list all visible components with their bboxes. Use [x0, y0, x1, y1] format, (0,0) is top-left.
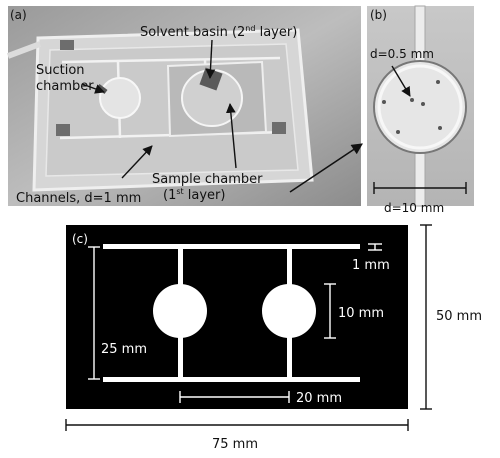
b-chamber [373, 60, 467, 154]
rail-bottom [103, 377, 360, 382]
arrow-sample-chamber [225, 103, 237, 169]
arrow-suction-chamber [81, 83, 105, 94]
b-channel-bottom [414, 149, 426, 207]
label-width: 75 mm [212, 437, 258, 452]
b-hole-2 [421, 102, 425, 106]
outer-dimensions: 50 mm 75 mm [65, 224, 482, 452]
panel-a-letter: (a) [10, 8, 27, 22]
panel-b: (b) d=0.5 mm d=10 mm [367, 5, 474, 215]
suction-chamber [99, 77, 141, 119]
channel-top [61, 56, 281, 64]
panel-c: (c) 1 mm 10 mm 25 mm 20 mm [66, 225, 408, 409]
b-hole-3 [436, 80, 440, 84]
arrow-a-to-b [289, 143, 363, 193]
label-chamber-diameter: d=10 mm [384, 201, 444, 215]
chamber-left [153, 284, 207, 338]
b-hole-5 [396, 130, 400, 134]
rail-top [103, 244, 360, 249]
arrow-hole [391, 65, 411, 97]
b-hole-1 [410, 98, 414, 102]
panel-c-letter: (c) [72, 232, 88, 246]
port-top-left [60, 40, 74, 50]
label-suction-1: Suction [36, 63, 85, 78]
label-chamber-spacing: 20 mm [296, 391, 342, 406]
label-suction-2: chamber [36, 79, 94, 94]
label-chamber-diameter-c: 10 mm [338, 306, 384, 321]
label-solvent-basin-sup: nd [245, 24, 255, 33]
tubing [6, 41, 42, 59]
label-sample-1: Sample chamber [152, 172, 263, 187]
port-bottom-left [56, 124, 70, 136]
label-channel-width: 1 mm [352, 258, 390, 273]
label-sample-2: (1st layer) [163, 187, 225, 203]
panel-a: (a) Solvent basin (2nd layer) Suction ch… [6, 6, 361, 206]
panel-b-letter: (b) [370, 8, 387, 22]
sample-chamber-insert [199, 67, 223, 91]
label-height: 50 mm [436, 309, 482, 324]
b-chamber-inner [377, 64, 463, 150]
label-sample-sup: st [176, 187, 183, 196]
chamber-right [262, 284, 316, 338]
arrow-solvent-basin [205, 39, 216, 79]
label-solvent-basin: Solvent basin (2nd layer) [140, 24, 297, 40]
port-bottom-right [272, 122, 286, 134]
label-hole-diameter: d=0.5 mm [370, 47, 434, 61]
arrow-channels [121, 145, 153, 179]
b-hole-4 [438, 126, 442, 130]
label-rail-spacing: 25 mm [101, 342, 147, 357]
b-hole-6 [382, 100, 386, 104]
label-channels: Channels, d=1 mm [16, 191, 141, 206]
